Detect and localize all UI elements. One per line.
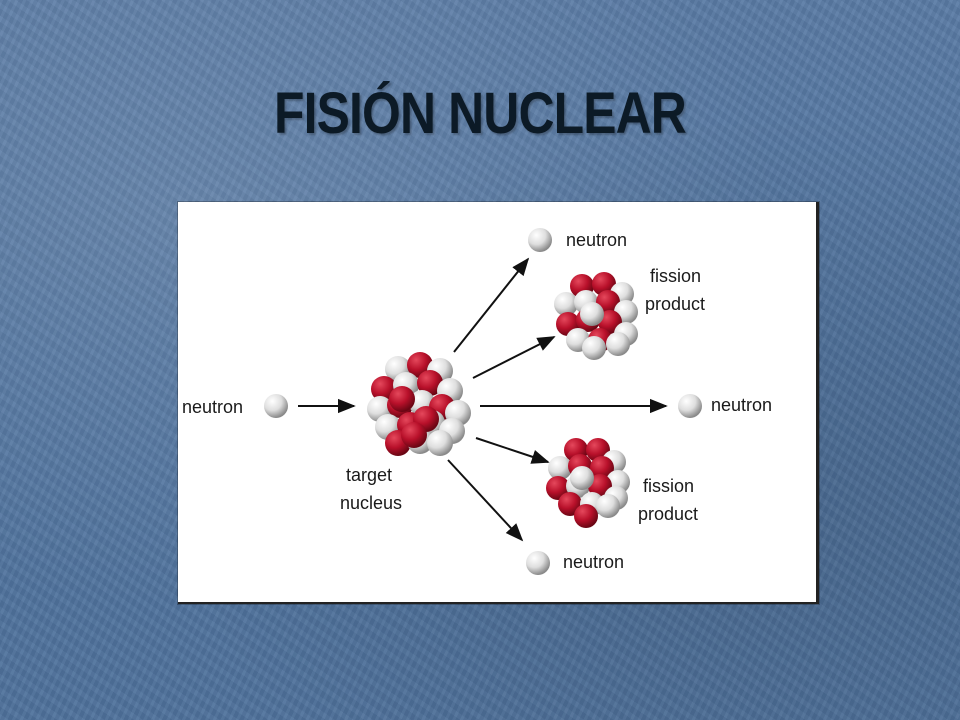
neutron-sphere [554, 292, 578, 316]
outgoing-neutron-top [528, 228, 552, 252]
slide-title: FISIÓN NUCLEAR [274, 81, 687, 146]
proton-sphere [590, 456, 614, 480]
neutron-sphere [606, 332, 630, 356]
fission-product-top [554, 272, 638, 360]
proton-sphere [389, 386, 415, 412]
neutron-sphere [582, 336, 606, 360]
neutron-sphere [427, 430, 453, 456]
fission-product-bottom-label-line2: product [638, 504, 698, 524]
fission-product-bottom [546, 438, 630, 528]
target-label-line1: target [346, 465, 392, 485]
fission-product-top-label-line1: fission [650, 266, 701, 286]
arrow-to-bottom-product [475, 437, 550, 464]
neutron-sphere [548, 456, 572, 480]
proton-sphere [592, 272, 616, 296]
fission-product-bottom-label-line1: fission [643, 476, 694, 496]
proton-sphere [574, 504, 598, 528]
incoming-neutron-label: neutron [182, 397, 243, 417]
fission-product-top-label-line2: product [645, 294, 705, 314]
outgoing-neutron-middle [678, 394, 702, 418]
arrows [298, 257, 668, 542]
arrow-to-bottom-neutron [447, 459, 524, 542]
proton-sphere [417, 370, 443, 396]
proton-sphere [401, 422, 427, 448]
outgoing-neutron-bottom-label: neutron [563, 552, 624, 572]
target-nucleus [367, 352, 471, 456]
arrow-to-top-product [472, 336, 556, 379]
diagram-canvas: neutron target nucleus neutron fission p… [182, 228, 772, 575]
outgoing-neutron-top-label: neutron [566, 230, 627, 250]
target-label-line2: nucleus [340, 493, 402, 513]
outgoing-neutron-middle-label: neutron [711, 395, 772, 415]
neutron-sphere [580, 302, 604, 326]
neutron-sphere [596, 494, 620, 518]
arrow-to-top-neutron [453, 257, 530, 353]
neutron-sphere [570, 466, 594, 490]
incoming-neutron [264, 394, 288, 418]
fission-diagram: neutron target nucleus neutron fission p… [178, 202, 819, 604]
outgoing-neutron-bottom [526, 551, 550, 575]
